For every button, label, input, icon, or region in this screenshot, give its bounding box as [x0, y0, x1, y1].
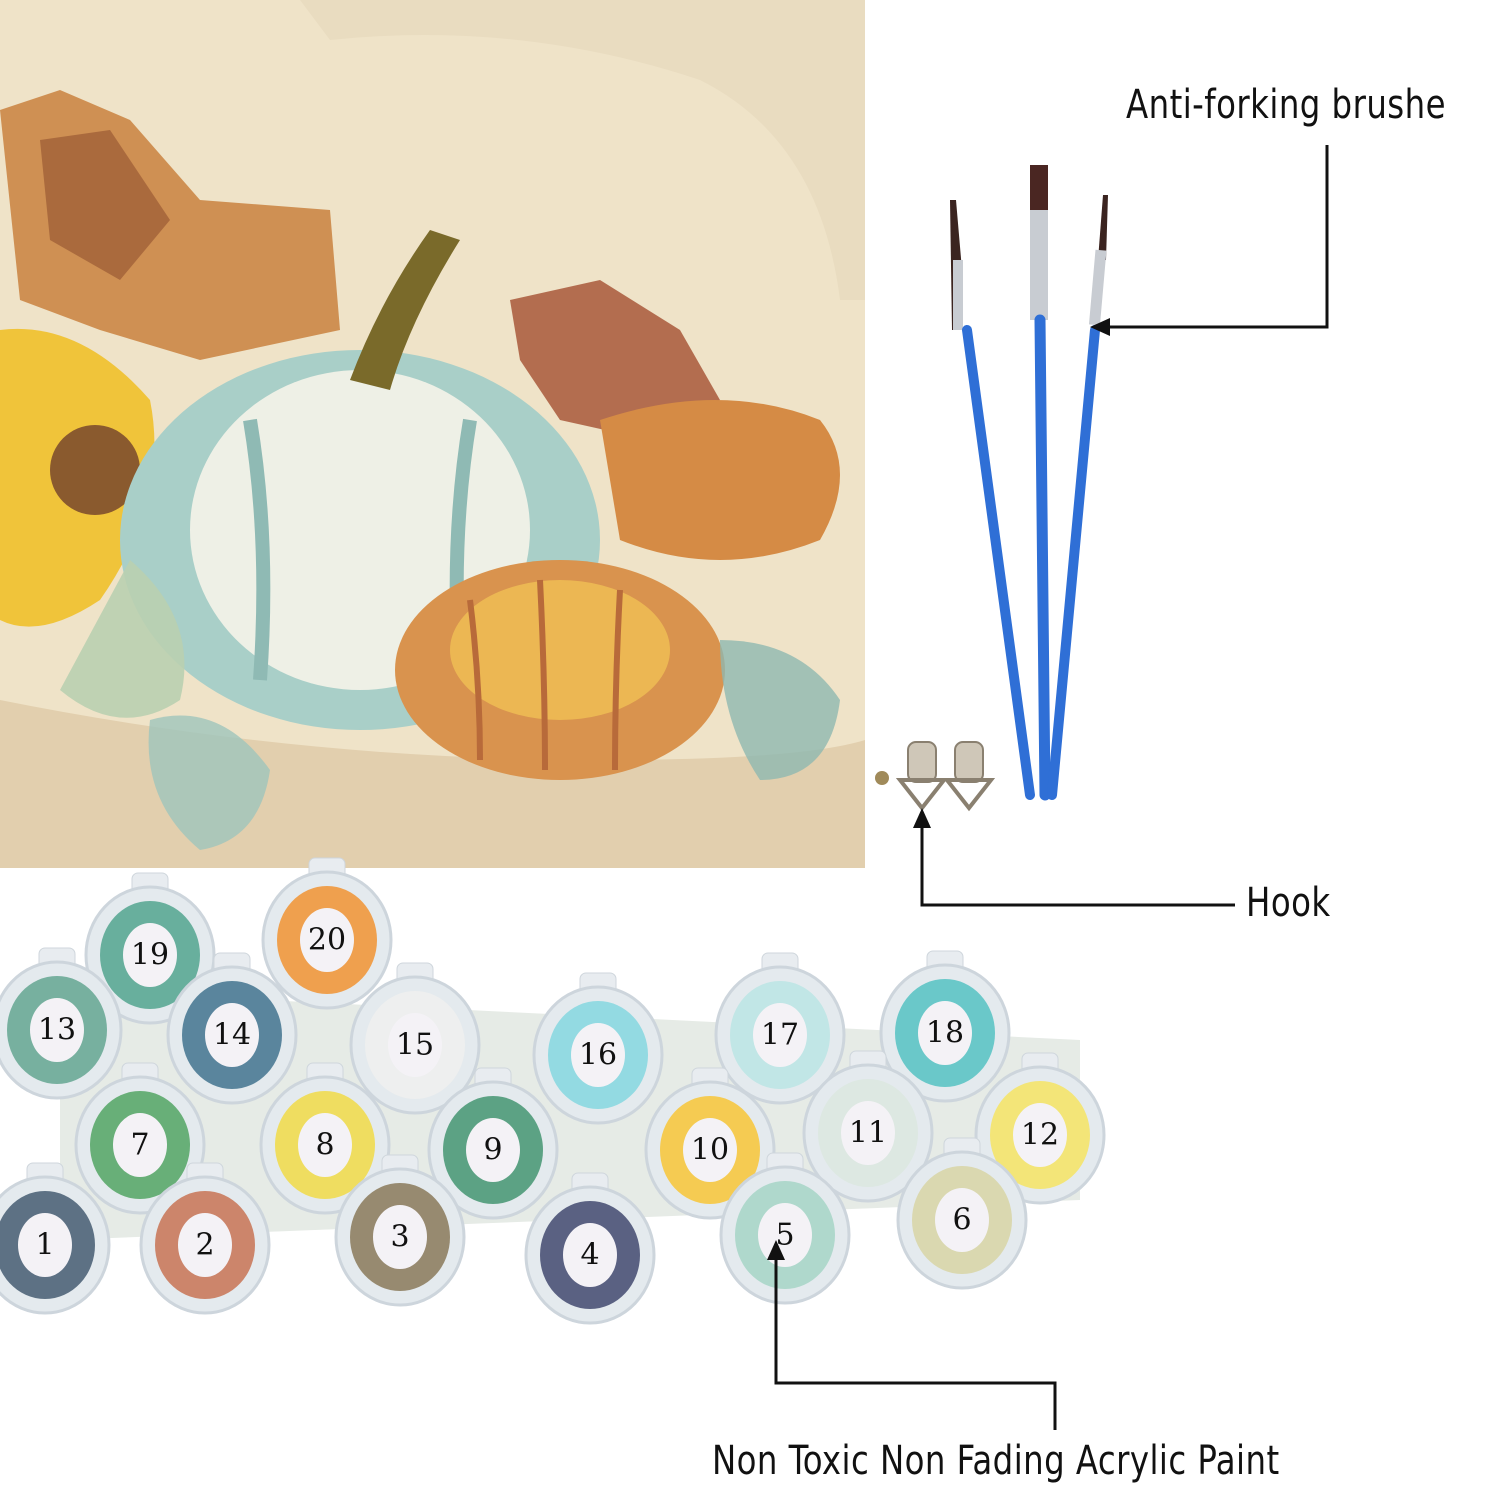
number-sticker — [753, 1003, 807, 1067]
number-sticker — [205, 1003, 259, 1067]
paint-pot-13: 13 — [0, 947, 123, 1100]
paint-pot-10: 10 — [644, 1067, 776, 1220]
number-sticker — [918, 1001, 972, 1065]
number-sticker — [300, 908, 354, 972]
paint-pot-5: 5 — [719, 1152, 851, 1305]
pot-number: 5 — [775, 1218, 794, 1253]
paint-pot-18: 18 — [879, 950, 1011, 1103]
paint-pot-1: 1 — [0, 1162, 111, 1315]
paint-pot-2: 2 — [139, 1162, 271, 1315]
number-sticker — [18, 1213, 72, 1277]
pot-number: 19 — [131, 938, 169, 973]
hook-icon — [942, 741, 996, 812]
paint-pot-16: 16 — [532, 972, 664, 1125]
arrowhead-icon — [1090, 318, 1110, 336]
number-sticker — [466, 1118, 520, 1182]
brush-round-right — [1047, 195, 1108, 800]
number-sticker — [388, 1013, 442, 1077]
brushes-callout-line — [1105, 145, 1329, 329]
brushes — [950, 165, 1108, 801]
number-sticker — [1013, 1103, 1067, 1167]
paint-pot-19: 19 — [84, 872, 216, 1025]
pot-number: 1 — [35, 1228, 54, 1263]
number-sticker — [298, 1113, 352, 1177]
arrowhead-icon — [767, 1240, 785, 1260]
paint-pot-6: 6 — [896, 1137, 1028, 1290]
pot-number: 14 — [213, 1018, 251, 1053]
number-sticker — [123, 923, 177, 987]
number-sticker — [563, 1223, 617, 1287]
pot-number: 17 — [761, 1018, 799, 1053]
pot-number: 13 — [38, 1013, 76, 1048]
paint-pot-3: 3 — [334, 1154, 466, 1307]
brush-flat-middle — [1030, 165, 1051, 801]
hook-icon — [895, 741, 949, 812]
screw-icon — [875, 771, 889, 785]
paint-pot-17: 17 — [714, 952, 846, 1105]
paint-pot-15: 15 — [349, 962, 481, 1115]
paint-pot-7: 7 — [74, 1062, 206, 1215]
hook-label: Hook — [1246, 880, 1331, 926]
pot-number: 12 — [1021, 1118, 1059, 1153]
pot-number: 4 — [580, 1238, 599, 1273]
number-sticker — [683, 1118, 737, 1182]
number-sticker — [571, 1023, 625, 1087]
pot-number: 7 — [130, 1128, 149, 1163]
number-sticker — [113, 1113, 167, 1177]
pot-number: 11 — [849, 1116, 887, 1151]
paint-pot-11: 11 — [802, 1050, 934, 1203]
paint-pot-4: 4 — [524, 1172, 656, 1325]
pot-number: 10 — [691, 1133, 729, 1168]
brush-round-left — [950, 200, 1035, 800]
brushes-label: Anti-forking brushe — [1126, 82, 1447, 128]
pot-number: 8 — [315, 1128, 334, 1163]
pot-number: 2 — [195, 1228, 214, 1263]
arrowhead-icon — [913, 808, 931, 828]
pot-number: 6 — [952, 1203, 971, 1238]
pot-number: 18 — [926, 1016, 964, 1051]
pumpkin-painting — [0, 0, 865, 868]
paint-pot-14: 14 — [166, 952, 298, 1105]
paint-callout-line — [774, 1255, 1057, 1430]
number-sticker — [841, 1101, 895, 1165]
number-sticker — [935, 1188, 989, 1252]
hooks — [875, 741, 996, 812]
paint-pot-9: 9 — [427, 1067, 559, 1220]
paint-label: Non Toxic Non Fading Acrylic Paint — [712, 1438, 1280, 1484]
paint-pot-12: 12 — [974, 1052, 1106, 1205]
number-sticker — [373, 1205, 427, 1269]
pot-number: 9 — [483, 1133, 502, 1168]
arrowheads — [767, 318, 1110, 1260]
pot-number: 16 — [579, 1038, 617, 1073]
hook-callout-line — [920, 820, 1235, 907]
pot-number: 3 — [390, 1220, 409, 1255]
paint-pot-20: 20 — [261, 857, 393, 1010]
paint-pot-8: 8 — [259, 1062, 391, 1215]
number-sticker — [30, 998, 84, 1062]
pot-number: 20 — [308, 923, 346, 958]
number-sticker — [178, 1213, 232, 1277]
pot-number: 15 — [396, 1028, 434, 1063]
callout-lines — [774, 145, 1329, 1430]
